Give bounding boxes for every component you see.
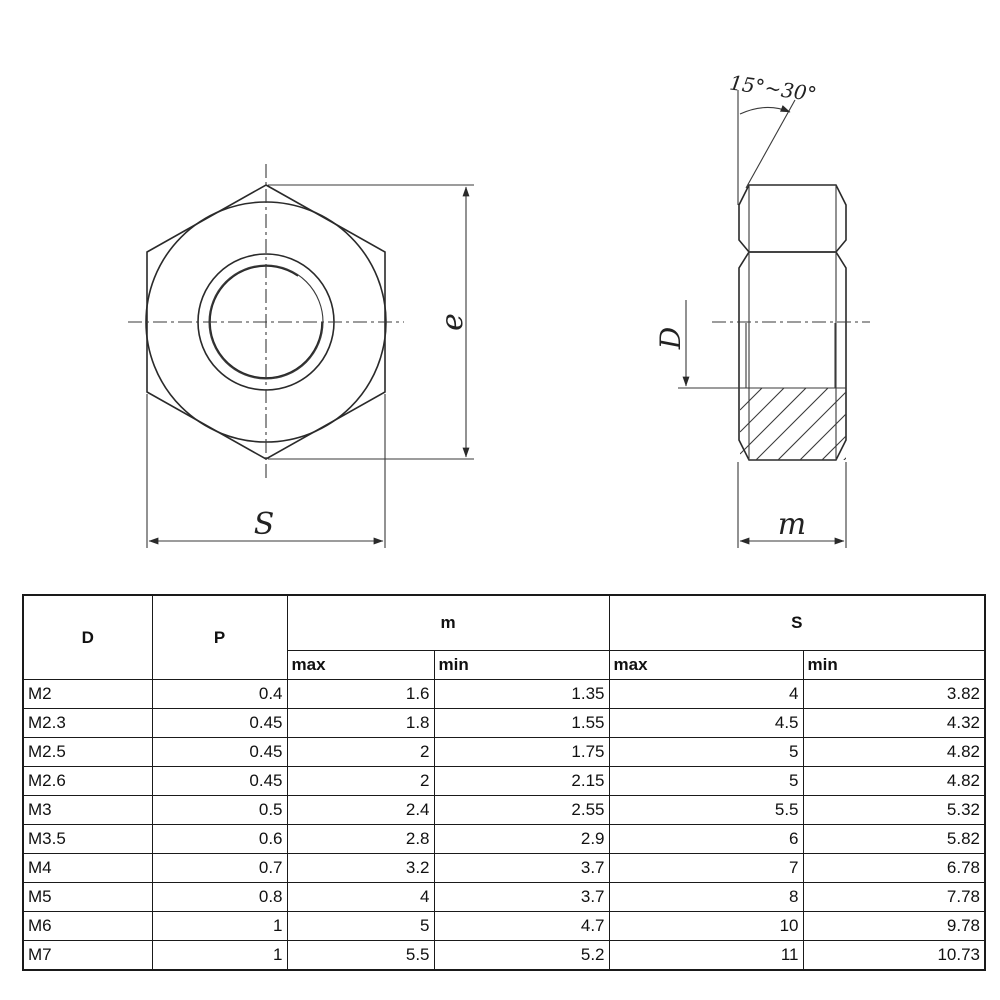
cell-p: 0.45: [151, 766, 288, 796]
dimension-s: S: [146, 394, 386, 548]
cell-m-min: 1.35: [433, 679, 610, 709]
label-chamfer-angle: 15°~30°: [728, 70, 818, 106]
cell-p: 0.45: [151, 737, 288, 767]
hex-nut-drawing: e S D: [128, 70, 870, 548]
cell-d: M2: [22, 679, 153, 709]
nut-dimension-table: D P m S max min max min M2 0.4 1.6 1.35 …: [22, 594, 986, 971]
cell-m-max: 2: [286, 766, 435, 796]
header-s-min: min: [802, 650, 986, 680]
cell-s-min: 3.82: [802, 679, 986, 709]
cell-p: 0.5: [151, 795, 288, 825]
cell-m-min: 1.55: [433, 708, 610, 738]
label-s: S: [254, 507, 275, 542]
cell-d: M3.5: [22, 824, 153, 854]
dimension-m: m: [737, 462, 847, 548]
cell-d: M5: [22, 882, 153, 912]
cell-d: M7: [22, 940, 153, 971]
cell-s-min: 7.78: [802, 882, 986, 912]
front-view: [128, 164, 404, 478]
table-row: M7 1 5.5 5.2 11 10.73: [22, 940, 986, 971]
cell-s-max: 4.5: [608, 708, 804, 738]
cell-d: M2.6: [22, 766, 153, 796]
cell-m-min: 4.7: [433, 911, 610, 941]
cell-m-max: 2.8: [286, 824, 435, 854]
header-s: S: [608, 594, 986, 651]
table-header-row: D P m S: [22, 594, 986, 680]
cell-m-min: 3.7: [433, 853, 610, 883]
label-d: D: [654, 327, 687, 350]
side-lower-face: [738, 251, 847, 461]
cell-s-max: 11: [608, 940, 804, 971]
cell-m-min: 2.15: [433, 766, 610, 796]
cell-s-min: 5.82: [802, 824, 986, 854]
cell-s-max: 5: [608, 737, 804, 767]
cell-s-max: 7: [608, 853, 804, 883]
table-row: M3.5 0.6 2.8 2.9 6 5.82: [22, 824, 986, 854]
cell-s-max: 5: [608, 766, 804, 796]
table-row: M2 0.4 1.6 1.35 4 3.82: [22, 679, 986, 709]
header-m-max: max: [286, 650, 435, 680]
side-upper-face: [738, 184, 847, 253]
cell-d: M6: [22, 911, 153, 941]
cell-p: 0.6: [151, 824, 288, 854]
table-row: M4 0.7 3.2 3.7 7 6.78: [22, 853, 986, 883]
thread-minor-arc: [209, 265, 323, 379]
header-m: m: [286, 594, 610, 651]
cell-p: 1: [151, 911, 288, 941]
dimension-e: e: [268, 184, 474, 460]
cell-p: 0.7: [151, 853, 288, 883]
table-row: M5 0.8 4 3.7 8 7.78: [22, 882, 986, 912]
cell-s-min: 4.32: [802, 708, 986, 738]
cell-p: 0.8: [151, 882, 288, 912]
table-row: M2.5 0.45 2 1.75 5 4.82: [22, 737, 986, 767]
header-s-max: max: [608, 650, 804, 680]
cell-s-max: 6: [608, 824, 804, 854]
cell-s-min: 10.73: [802, 940, 986, 971]
label-e: e: [435, 313, 470, 331]
cell-m-max: 3.2: [286, 853, 435, 883]
table-row: M2.6 0.45 2 2.15 5 4.82: [22, 766, 986, 796]
cell-m-max: 1.6: [286, 679, 435, 709]
header-d: D: [22, 594, 153, 680]
cell-m-max: 2: [286, 737, 435, 767]
section-hatch: [740, 388, 846, 460]
table-row: M6 1 5 4.7 10 9.78: [22, 911, 986, 941]
table-subheader-row: max min max min: [23, 650, 986, 680]
cell-d: M2.5: [22, 737, 153, 767]
cell-m-min: 2.9: [433, 824, 610, 854]
cell-s-max: 10: [608, 911, 804, 941]
cell-s-min: 5.32: [802, 795, 986, 825]
cell-d: M2.3: [22, 708, 153, 738]
cell-m-max: 1.8: [286, 708, 435, 738]
cell-m-min: 2.55: [433, 795, 610, 825]
cell-m-max: 5.5: [286, 940, 435, 971]
cell-p: 1: [151, 940, 288, 971]
table-row: M3 0.5 2.4 2.55 5.5 5.32: [22, 795, 986, 825]
header-p: P: [151, 594, 288, 680]
cell-s-min: 4.82: [802, 737, 986, 767]
header-m-min: min: [433, 650, 610, 680]
cell-m-max: 2.4: [286, 795, 435, 825]
cell-m-min: 3.7: [433, 882, 610, 912]
cell-p: 0.4: [151, 679, 288, 709]
cell-s-min: 6.78: [802, 853, 986, 883]
cell-m-min: 5.2: [433, 940, 610, 971]
cell-s-max: 5.5: [608, 795, 804, 825]
cell-d: M4: [22, 853, 153, 883]
cell-s-max: 4: [608, 679, 804, 709]
label-m: m: [778, 507, 806, 542]
cell-m-max: 5: [286, 911, 435, 941]
cell-p: 0.45: [151, 708, 288, 738]
cell-s-min: 4.82: [802, 766, 986, 796]
cell-d: M3: [22, 795, 153, 825]
cell-m-max: 4: [286, 882, 435, 912]
table-row: M2.3 0.45 1.8 1.55 4.5 4.32: [22, 708, 986, 738]
cell-s-max: 8: [608, 882, 804, 912]
side-view: [712, 184, 870, 461]
cell-s-min: 9.78: [802, 911, 986, 941]
cell-m-min: 1.75: [433, 737, 610, 767]
dimension-d: D: [654, 300, 742, 389]
